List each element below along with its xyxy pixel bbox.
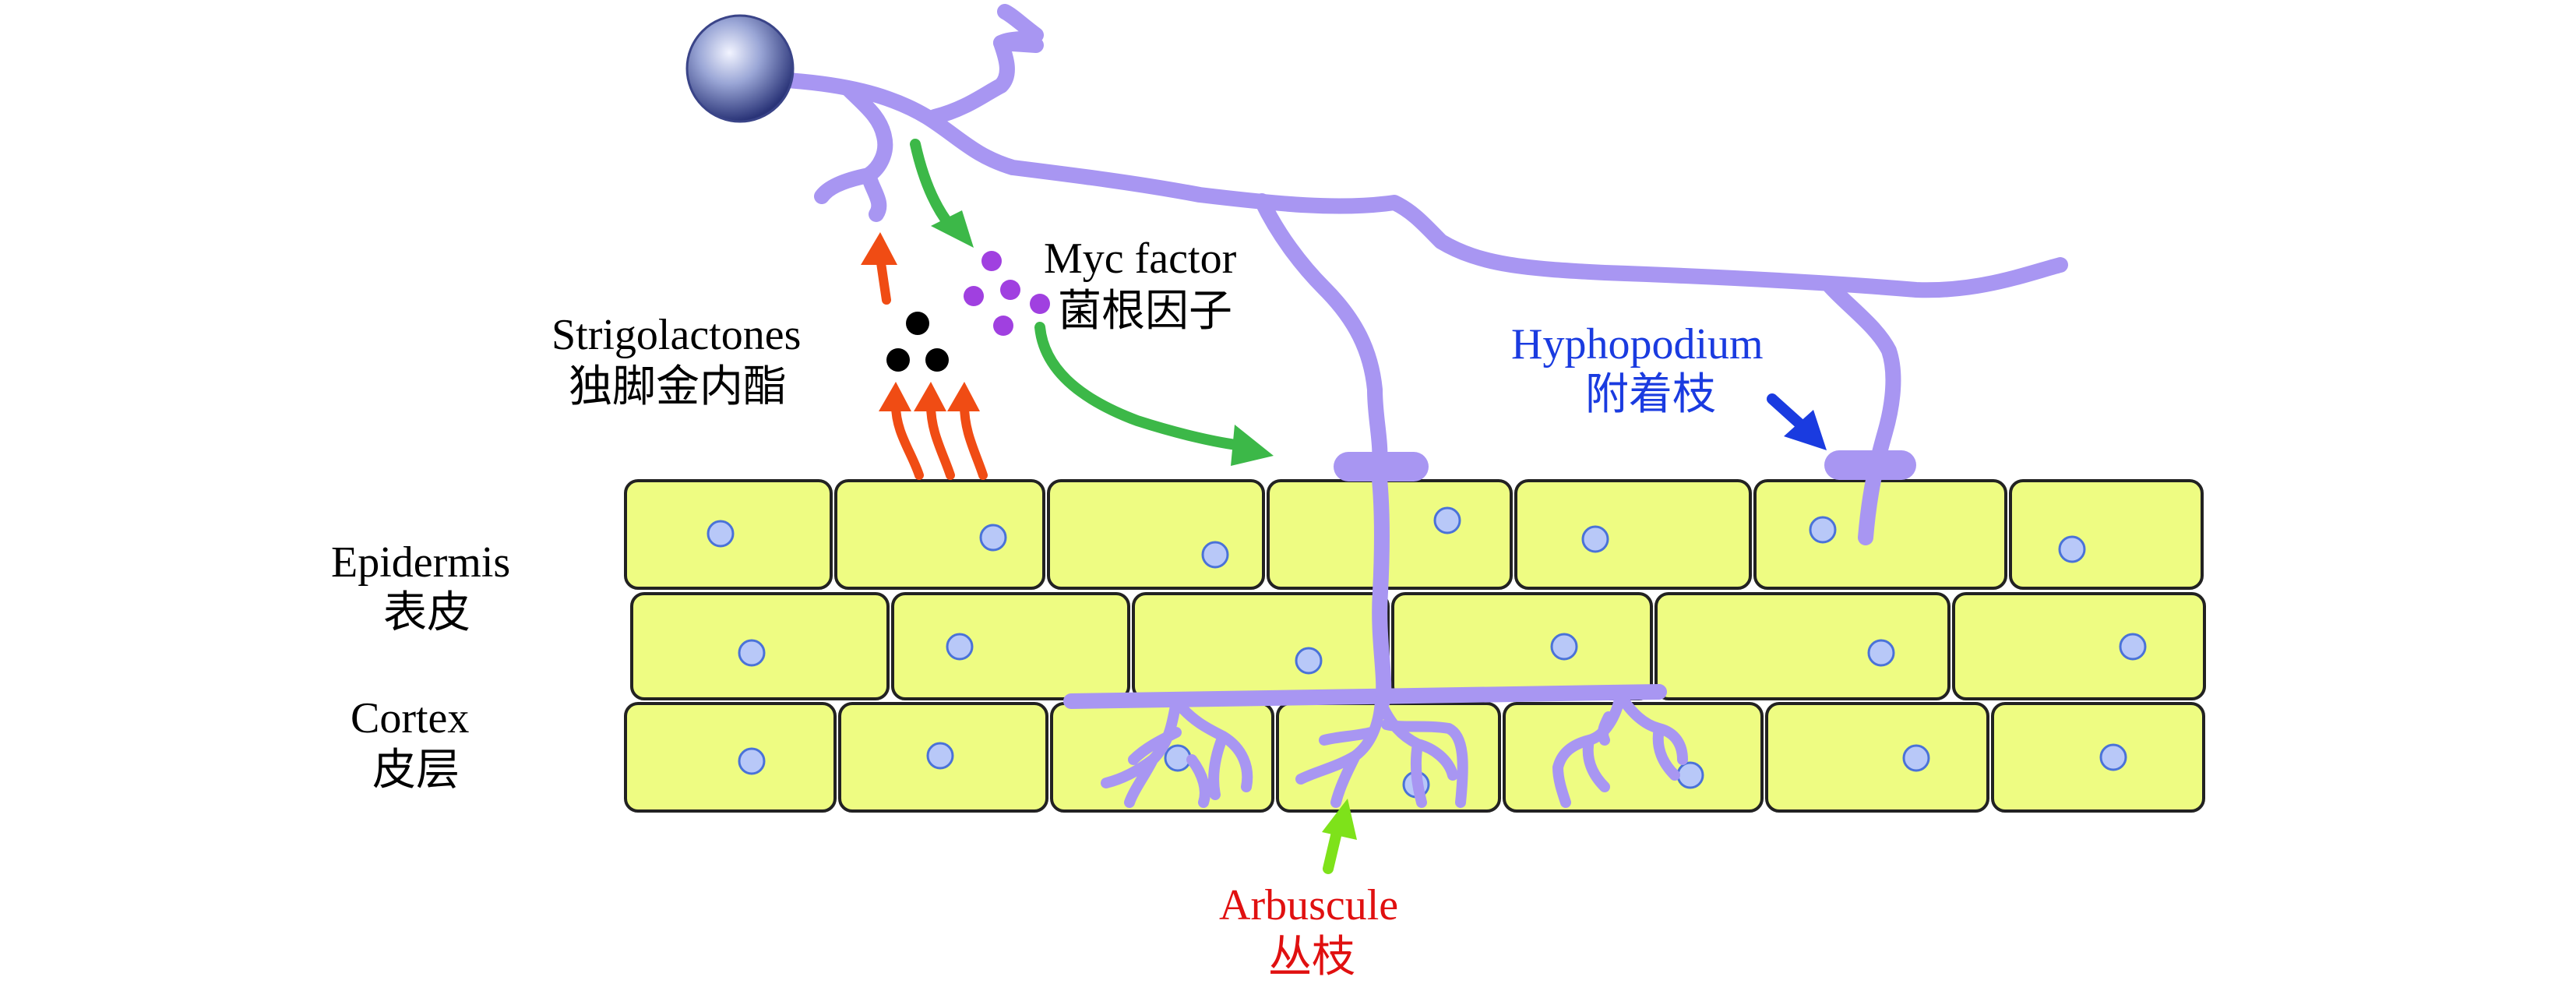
epidermis-cell <box>834 479 1045 590</box>
cortex-inner-cell <box>624 702 837 813</box>
myc-factor-dot <box>1030 294 1050 314</box>
main-hypha <box>779 72 2068 298</box>
cortex-inner-cell <box>1991 702 2205 813</box>
strigolactone-arrowhead-1 <box>879 382 911 411</box>
myc-arrowhead-right <box>1231 425 1274 466</box>
left-branch <box>841 82 893 222</box>
hyphopodium-label: Hyphopodium <box>1511 320 1764 369</box>
strigolactone-arrowhead-up <box>861 232 897 265</box>
myc-factor-dot <box>964 286 984 306</box>
nucleus <box>1433 506 1461 534</box>
nucleus <box>1295 647 1323 675</box>
strigolactone-arrow-2 <box>926 400 955 480</box>
myc-factor-molecules <box>964 251 1050 336</box>
epidermis-cell <box>1753 479 2007 590</box>
myc-arrowheads <box>931 210 1274 466</box>
myc-factor-dot <box>993 316 1013 336</box>
nucleus <box>926 742 954 770</box>
upper-branch <box>927 4 1044 125</box>
hyphopodium-label-zh: 附着枝 <box>1585 371 1716 419</box>
hyphopodia <box>1334 450 1916 481</box>
arbuscule-2 <box>1295 696 1468 808</box>
strigolactones-label-zh: 独脚金内酯 <box>569 363 787 411</box>
strigolactone-arrow-1 <box>891 400 924 480</box>
epidermis-cell <box>2009 479 2204 590</box>
nucleus <box>1809 516 1837 544</box>
epidermis-cell <box>1267 479 1513 590</box>
myc-factor-label-zh: 菌根因子 <box>1058 287 1232 336</box>
myc-arrowhead-down <box>931 210 974 248</box>
cortex-label-zh: 皮层 <box>372 746 460 795</box>
upper-branch-twig <box>993 35 1044 53</box>
nucleus <box>1164 744 1192 772</box>
strigolactone-arrowhead-3 <box>947 382 980 411</box>
nucleus <box>1550 633 1578 661</box>
nucleus <box>1676 761 1704 789</box>
arbuscule-label: Arbuscule <box>1219 881 1398 929</box>
nucleus <box>2119 633 2147 661</box>
root-cells <box>624 479 2206 813</box>
nucleus <box>707 520 735 548</box>
nucleus <box>946 633 974 661</box>
cortex-outer-cell <box>1952 592 2206 700</box>
nucleus <box>738 747 766 775</box>
cortex-outer-cell <box>891 592 1130 700</box>
myc-factor-dot <box>1000 280 1020 300</box>
nucleus <box>1581 525 1609 553</box>
strigolactone-arrow-3 <box>960 400 988 480</box>
descending-hypha-2 <box>1823 279 1901 545</box>
cortex-outer-cell <box>1654 592 1951 700</box>
strigolactone-arrowheads <box>861 232 980 411</box>
myc-factor-label: Myc factor <box>1044 235 1237 283</box>
epidermis-label: Epidermis <box>331 538 510 587</box>
nucleus <box>2099 743 2127 771</box>
nucleus <box>1867 639 1895 667</box>
strigolactones-label: Strigolactones <box>551 311 801 359</box>
penetration-hypha <box>1371 464 1392 709</box>
cell-nuclei <box>707 506 2147 799</box>
hyphopodium-1 <box>1334 452 1429 481</box>
descending-hypha-1 <box>1254 193 1388 479</box>
nucleus <box>738 639 766 667</box>
strigolactone-arrowhead-2 <box>914 382 946 411</box>
epidermis-cell <box>1514 479 1752 590</box>
cortex-inner-cell <box>1765 702 1989 813</box>
cortex-label: Cortex <box>351 694 469 742</box>
hyphopodium-2 <box>1824 450 1916 480</box>
hyphopodium-arrowhead <box>1784 410 1827 450</box>
myc-arrow-right <box>1034 322 1248 451</box>
strigolactone-dot <box>925 348 949 372</box>
spore <box>685 14 795 123</box>
fungal-hyphae <box>779 4 2068 709</box>
nucleus <box>2058 535 2086 563</box>
strigolactone-dot <box>906 312 929 335</box>
nucleus <box>1902 744 1930 772</box>
epidermis-label-zh: 表皮 <box>383 589 470 637</box>
nucleus <box>1201 541 1229 569</box>
epidermis-cell <box>1047 479 1265 590</box>
cortex-outer-cell <box>1132 592 1390 700</box>
arbuscule-label-zh: 丛枝 <box>1268 933 1355 982</box>
arbuscules <box>1101 690 1688 808</box>
hyphopodium-arrow-shaft <box>1767 393 1809 432</box>
strigolactone-molecules <box>886 312 949 372</box>
arbuscule-arrowhead <box>1322 799 1357 840</box>
myc-factor-dot <box>981 251 1002 271</box>
cortex-outer-cell <box>1391 592 1653 700</box>
nucleus <box>979 524 1007 552</box>
left-branch-twig <box>814 168 876 204</box>
arbuscule-3 <box>1552 690 1688 808</box>
myc-arrow-down <box>910 139 956 231</box>
strigolactone-dot <box>886 348 910 372</box>
cortex-runner <box>1063 684 1667 709</box>
arbuscule-1 <box>1101 696 1253 808</box>
